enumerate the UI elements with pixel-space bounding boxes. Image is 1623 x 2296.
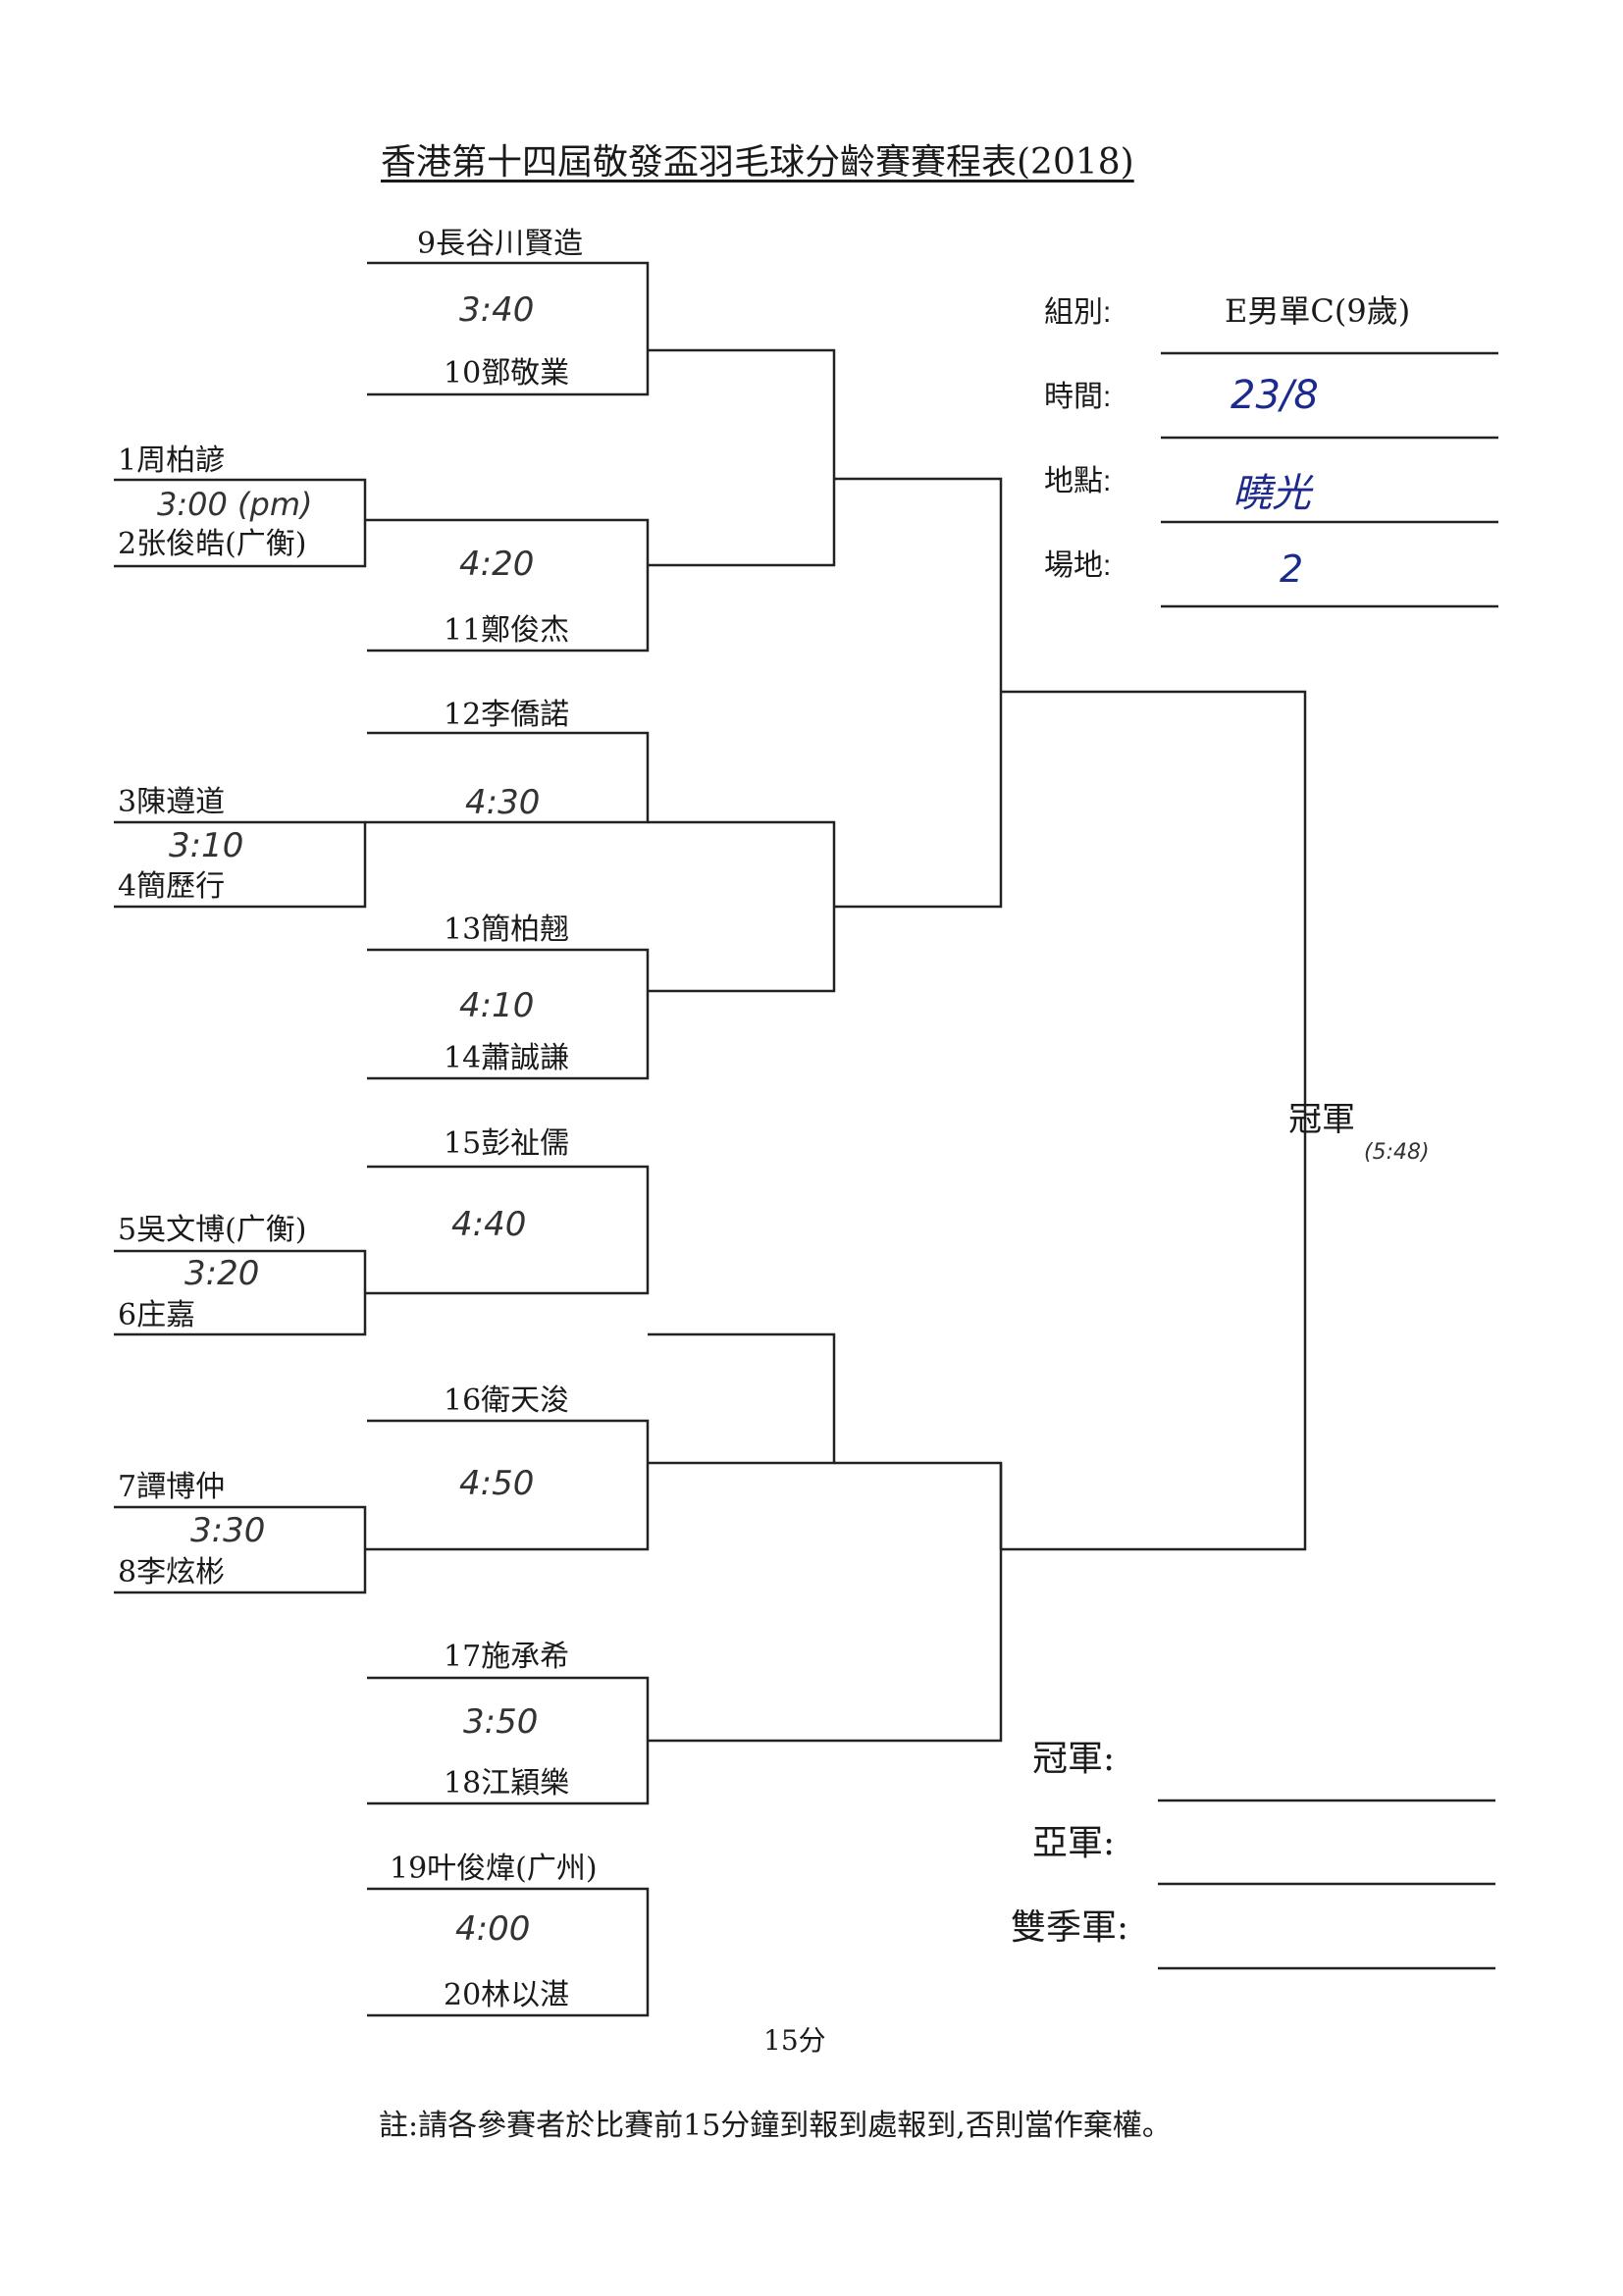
player-name: 3陳遵道 bbox=[118, 785, 226, 819]
bracket-line bbox=[648, 1332, 836, 1465]
bracket-line bbox=[367, 948, 650, 1080]
match-time: 3:40 bbox=[459, 290, 535, 330]
bracket-line bbox=[365, 731, 650, 824]
player-name: 2张俊皓(广衡) bbox=[118, 527, 307, 561]
match-time: 4:50 bbox=[459, 1464, 535, 1503]
match-time: 3:00 (pm) bbox=[157, 486, 313, 523]
player-name: 9長谷川賢造 bbox=[417, 227, 584, 261]
player-name: 8李炫彬 bbox=[118, 1555, 226, 1590]
player-name: 16衛天浚 bbox=[444, 1383, 570, 1418]
player-name: 13簡柏翹 bbox=[444, 913, 570, 947]
final-time: (5:48) bbox=[1364, 1140, 1430, 1165]
player-name: 1周柏諺 bbox=[118, 444, 226, 478]
player-name: 5吳文博(广衡) bbox=[118, 1213, 307, 1247]
player-name: 6庄嘉 bbox=[118, 1298, 196, 1332]
player-name: 17施承希 bbox=[444, 1640, 570, 1674]
match-time: 3:30 bbox=[190, 1511, 266, 1550]
player-name: 15彭祉儒 bbox=[444, 1126, 570, 1161]
match-time: 3:50 bbox=[463, 1702, 539, 1742]
player-name: 18江穎樂 bbox=[444, 1766, 570, 1800]
player-name: 7譚博仲 bbox=[118, 1470, 226, 1504]
page-title: 香港第十四屆敬發盃羽毛球分齡賽賽程表(2018) bbox=[381, 142, 1134, 183]
match-time: 4:40 bbox=[451, 1205, 527, 1244]
player-name: 19叶俊煒(广州) bbox=[390, 1852, 598, 1886]
bracket-line bbox=[367, 261, 650, 396]
group-value: E男單C(9歲) bbox=[1225, 292, 1411, 330]
player-name: 10鄧敬業 bbox=[444, 356, 570, 391]
time-value: 23/8 bbox=[1230, 373, 1319, 418]
bracket-line bbox=[367, 1887, 650, 2017]
venue-label: 地點: bbox=[1044, 465, 1112, 497]
bracket-line bbox=[648, 348, 836, 567]
bracket-line bbox=[365, 1165, 650, 1295]
player-name: 20林以湛 bbox=[444, 1978, 570, 2012]
bracket-line bbox=[834, 477, 1003, 909]
player-name: 14蕭誠謙 bbox=[444, 1041, 570, 1075]
court-label: 場地: bbox=[1044, 549, 1112, 582]
time-label: 時間: bbox=[1044, 381, 1112, 413]
match-time: 3:20 bbox=[184, 1254, 260, 1293]
match-time: 4:00 bbox=[455, 1909, 531, 1949]
interval-text: 15分 bbox=[763, 2024, 826, 2057]
match-time: 4:10 bbox=[459, 986, 535, 1025]
court-value: 2 bbox=[1280, 548, 1304, 591]
bracket-line bbox=[648, 1461, 1003, 1743]
bracket-line bbox=[1001, 690, 1307, 1551]
player-name: 12李僑諾 bbox=[444, 698, 570, 732]
venue-value: 曉光 bbox=[1232, 471, 1311, 516]
result-runner-up-label: 亞軍: bbox=[1032, 1823, 1116, 1863]
bracket-line bbox=[114, 820, 367, 909]
player-name: 11鄭俊杰 bbox=[444, 613, 570, 648]
match-time: 3:10 bbox=[169, 826, 244, 865]
result-third-label: 雙季軍: bbox=[1011, 1907, 1129, 1948]
bracket-line bbox=[648, 820, 836, 993]
group-label: 組別: bbox=[1044, 296, 1112, 329]
champion-label: 冠軍 bbox=[1288, 1100, 1355, 1139]
result-champion-label: 冠軍: bbox=[1032, 1739, 1116, 1779]
player-name: 4簡歷行 bbox=[118, 869, 226, 904]
footer-note: 註:請各參賽者於比賽前15分鐘到報到處報到,否則當作棄權。 bbox=[379, 2109, 1172, 2143]
bracket-line bbox=[114, 1505, 367, 1594]
bracket-line bbox=[114, 1249, 367, 1336]
bracket-line bbox=[114, 478, 367, 568]
match-time: 4:30 bbox=[465, 783, 541, 822]
bracket-line bbox=[365, 1419, 650, 1551]
match-time: 4:20 bbox=[459, 545, 535, 584]
bracket-line bbox=[365, 518, 650, 652]
